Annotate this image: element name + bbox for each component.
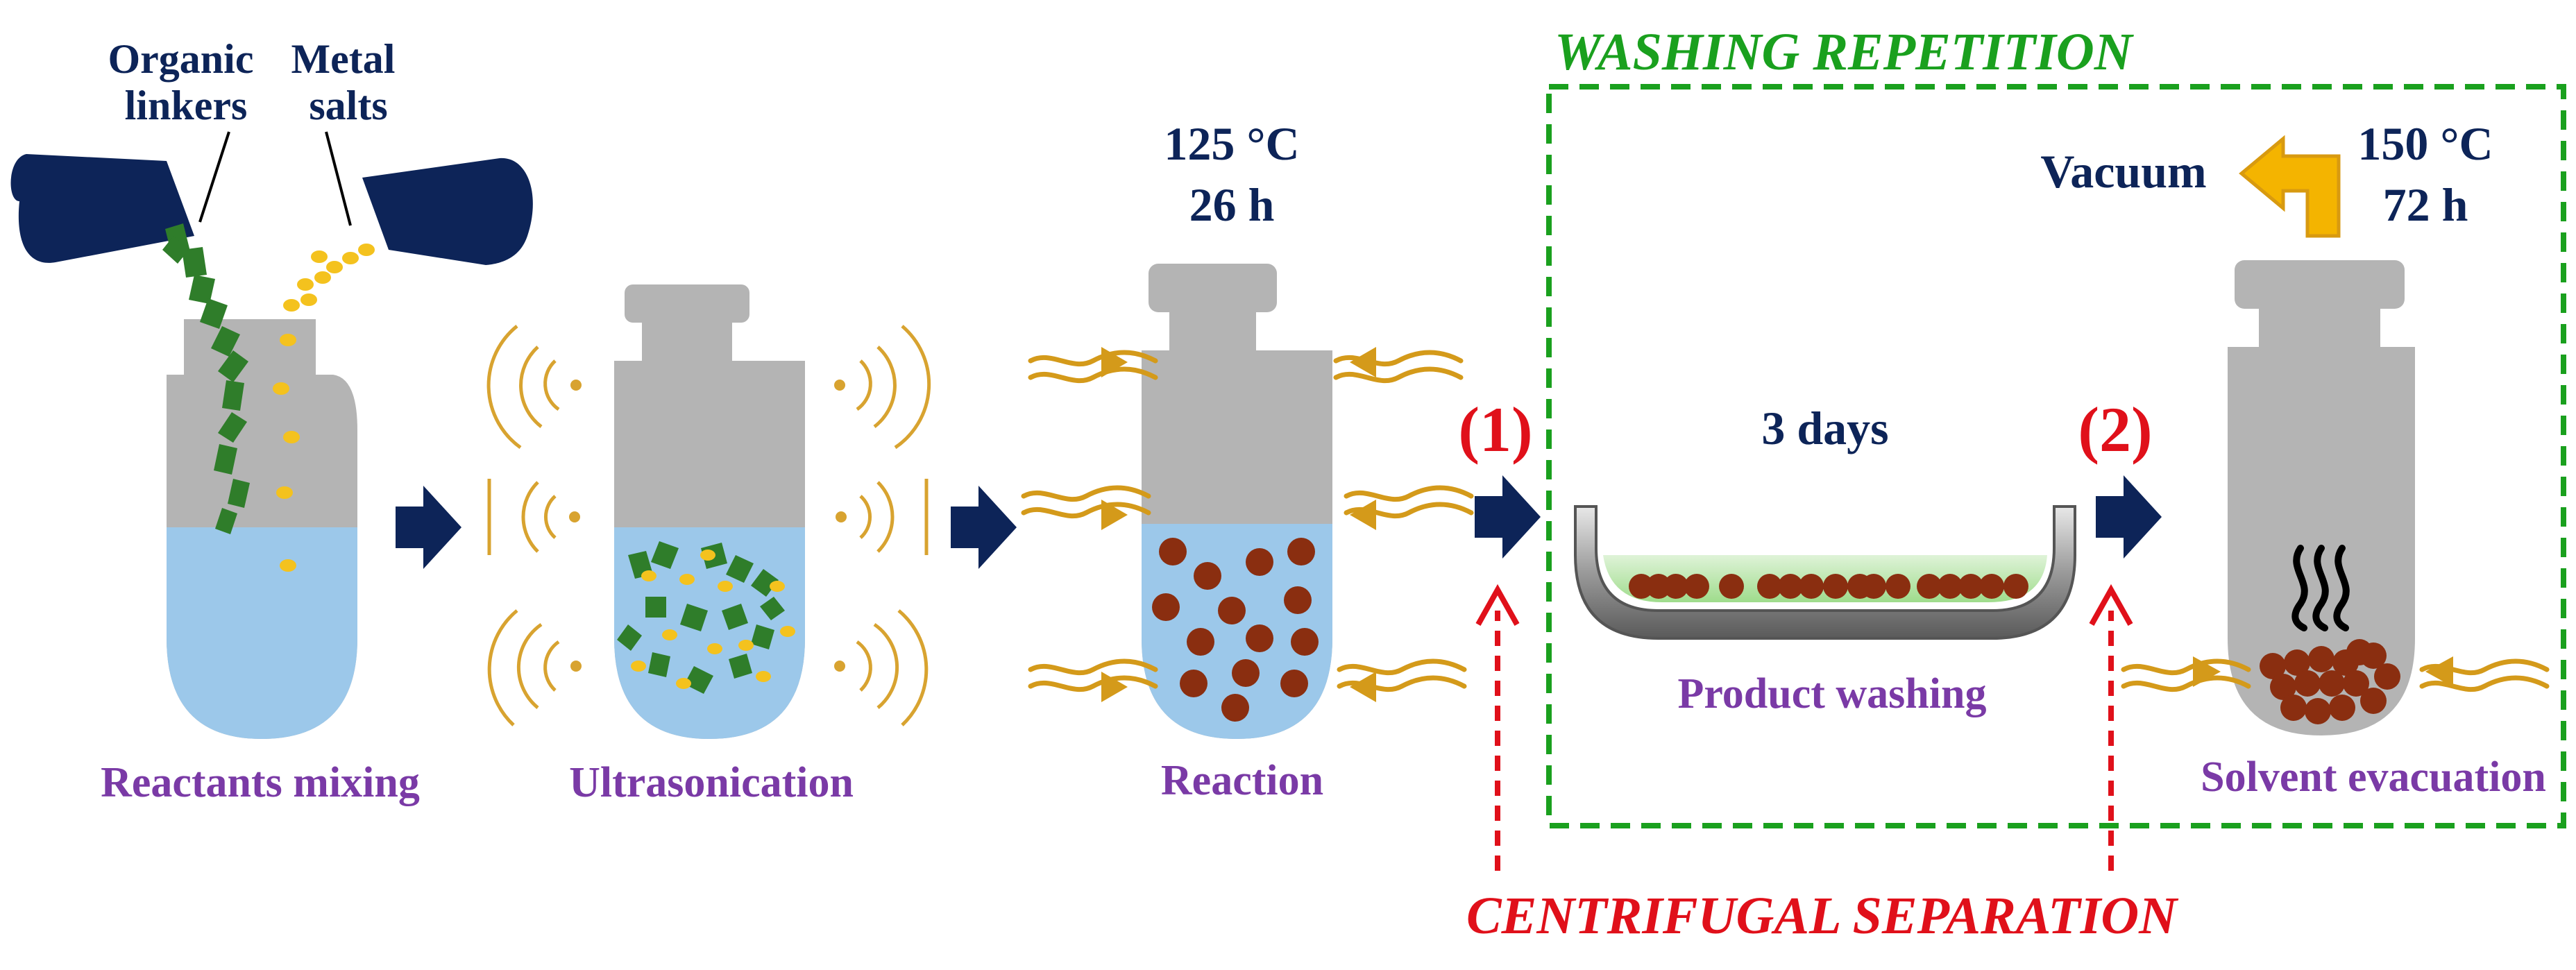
washing-repetition-box — [1546, 84, 2566, 828]
centrifugal-arrow-1 — [1475, 584, 1520, 871]
reaction-label: Reaction — [1161, 757, 1323, 804]
reactants-mixing-label: Reactants mixing — [101, 759, 420, 806]
steam-icon — [2291, 545, 2350, 631]
dry-product-particles — [2260, 639, 2400, 724]
arrow-right-icon — [951, 486, 1017, 569]
reaction-step: 125 °C 26 h Reac — [1024, 117, 1471, 804]
arrow-right-icon — [396, 486, 461, 569]
sound-wave-icon — [486, 325, 931, 726]
product-washing-step: 3 days Product washing — [1574, 402, 2076, 717]
reaction-time: 26 h — [1189, 178, 1275, 231]
evacuation-vial-icon — [2228, 260, 2415, 735]
product-washing-label: Product washing — [1678, 670, 1987, 717]
salt-stream — [273, 244, 375, 572]
ultrasonication-vial-icon — [614, 284, 805, 739]
arrow-right-icon — [1475, 475, 1541, 559]
heat-wave-icon — [2124, 656, 2547, 690]
vacuum-arrow-icon — [2239, 135, 2341, 238]
linker-stream — [162, 223, 250, 534]
reactants-mixing-step: Organic linkers Metal salts Reactants mi… — [10, 36, 533, 806]
heat-wave-icon — [1024, 347, 1471, 702]
ultrasonication-label: Ultrasonication — [569, 759, 854, 806]
product-particles — [1152, 538, 1319, 722]
reaction-temperature: 125 °C — [1164, 117, 1299, 170]
step-2-label: (2) — [2078, 394, 2152, 465]
vacuum-label: Vacuum — [2040, 145, 2206, 198]
metal-salts-label: Metal salts — [291, 36, 406, 128]
arrow-right-icon — [2096, 475, 2162, 559]
ultrasonication-step: Ultrasonication — [486, 284, 931, 806]
metal-salts-bottle-icon — [362, 158, 533, 265]
dish-icon — [1574, 505, 2076, 640]
centrifugal-arrow-2 — [2089, 584, 2133, 871]
mixing-vial-icon — [167, 319, 357, 739]
washing-time: 3 days — [1761, 402, 1888, 454]
evac-time: 72 h — [2383, 178, 2468, 231]
evac-temperature: 150 °C — [2357, 117, 2493, 170]
solvent-evacuation-step: Vacuum 150 °C 72 h — [2040, 117, 2547, 801]
washing-repetition-label: WASHING REPETITION — [1554, 23, 2135, 81]
centrifugal-separation-label: CENTRIFUGAL SEPARATION — [1466, 887, 2179, 945]
washed-particles — [1629, 574, 2028, 599]
salt-particles — [631, 550, 795, 689]
organic-linkers-bottle-icon — [10, 154, 195, 263]
organic-linkers-label: Organic linkers — [108, 36, 264, 128]
step-1-label: (1) — [1458, 394, 1532, 465]
solvent-evacuation-label: Solvent evacuation — [2201, 754, 2546, 801]
